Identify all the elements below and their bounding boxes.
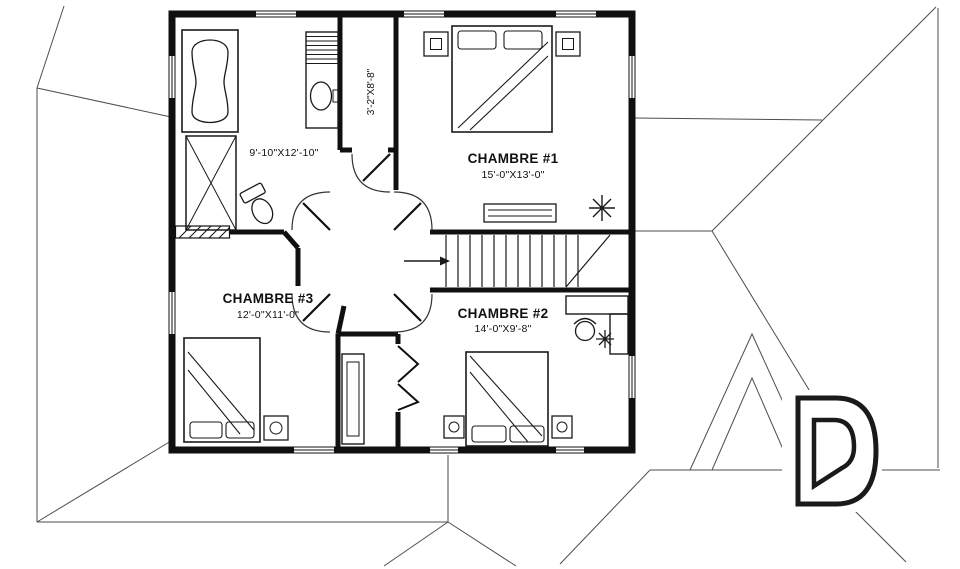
lamp — [562, 38, 574, 50]
chambre2-furniture — [443, 295, 629, 447]
bathroom-dims-label: 9'-10"X12'-10" — [249, 147, 318, 159]
bathroom-door — [291, 191, 331, 231]
toilet — [239, 182, 274, 225]
chambre1-door — [393, 191, 433, 231]
lamp — [448, 421, 460, 433]
window-top-3 — [556, 9, 596, 19]
window-bottom-1 — [294, 445, 334, 455]
doors — [291, 153, 433, 411]
chambre2-dims-label: 14'-0"X9'-8" — [474, 323, 531, 335]
stair-railing — [565, 234, 611, 288]
window-left-1 — [167, 56, 177, 98]
nightstand-chambre2-left — [443, 415, 465, 439]
blanket-fold — [457, 41, 549, 131]
desk-chair — [573, 317, 597, 342]
interior-walls — [230, 14, 632, 450]
window-top-2 — [404, 9, 444, 19]
nightstand-chambre1-left — [423, 31, 449, 57]
blanket-fold — [187, 351, 255, 435]
chambre3-dims-label: 12'-0"X11'-0" — [237, 309, 299, 321]
shower-stall — [185, 135, 237, 231]
brand-logo — [782, 390, 882, 512]
pillow — [509, 425, 545, 443]
window-bottom-3 — [556, 445, 584, 455]
lamp — [556, 421, 568, 433]
lamp — [269, 421, 283, 435]
chambre3-name-label: CHAMBRE #3 — [223, 291, 314, 306]
pillow — [471, 425, 507, 443]
labels: CHAMBRE #1 15'-0"X13'-0" CHAMBRE #3 12'-… — [223, 68, 559, 335]
windows — [167, 9, 637, 455]
window-right-1 — [627, 56, 637, 98]
chambre2-name-label: CHAMBRE #2 — [458, 306, 549, 321]
vanity-sink — [305, 31, 339, 129]
window-top-1 — [256, 9, 296, 19]
chambre2-door — [393, 293, 433, 333]
nightstand-chambre1-right — [555, 31, 581, 57]
bathtub — [181, 29, 239, 133]
hall-closet-dims-label: 3'-2"X8'-8" — [366, 68, 377, 115]
floor-register — [483, 203, 557, 223]
staircase — [404, 234, 611, 288]
chambre2-closet-bifold-doors — [397, 345, 420, 411]
bed-chambre3 — [183, 337, 261, 443]
plant-icon — [589, 195, 615, 221]
chambre3-door — [291, 293, 331, 333]
window-right-2 — [627, 356, 637, 398]
bed-chambre1 — [451, 25, 553, 133]
chambre1-dims-label: 15'-0"X13'-0" — [481, 169, 544, 181]
logo-inner-cut — [811, 417, 857, 491]
chambre1-furniture — [423, 25, 615, 223]
hall-closet-door — [351, 153, 391, 193]
bathroom-fixtures — [181, 29, 339, 231]
chambre1-name-label: CHAMBRE #1 — [468, 151, 559, 166]
lamp — [430, 38, 442, 50]
hatched-wall-section — [174, 225, 231, 239]
bed-chambre2 — [465, 351, 549, 447]
pillow — [189, 421, 223, 439]
window-left-2 — [167, 292, 177, 334]
pillow — [503, 30, 543, 50]
pillow — [457, 30, 497, 50]
window-bottom-2 — [430, 445, 458, 455]
blanket-fold — [469, 355, 543, 443]
nightstand-chambre2-right — [551, 415, 573, 439]
nightstand-chambre3 — [263, 415, 289, 441]
wardrobe — [341, 353, 365, 445]
stair-direction-arrow — [404, 256, 450, 266]
plant-icon — [596, 330, 614, 348]
chambre3-furniture — [183, 337, 365, 445]
